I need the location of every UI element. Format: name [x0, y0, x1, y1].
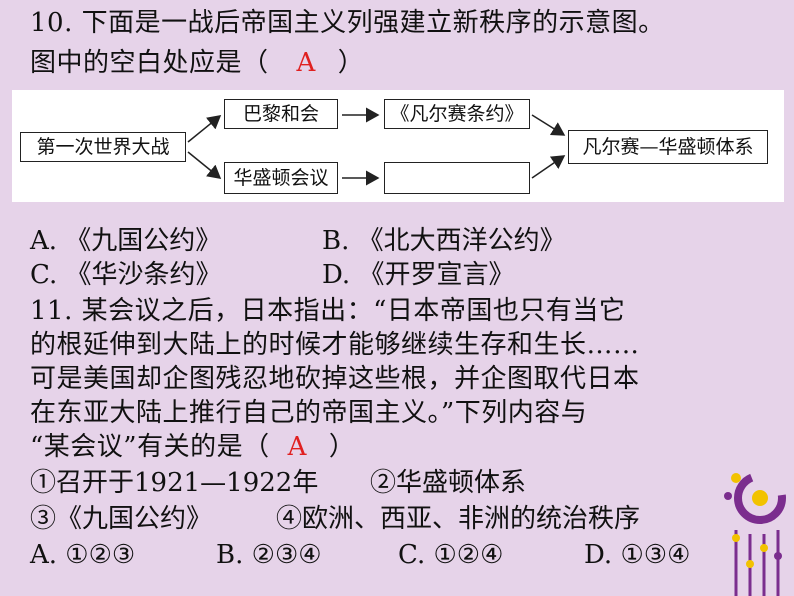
- q11-stem-prefix: “某会议”有关的是（: [30, 432, 270, 462]
- arrow-start-to-paris: [187, 115, 222, 143]
- q10-option-b: B. 《北大西洋公约》: [322, 226, 566, 256]
- q11-option-c: C. ①②④: [398, 540, 504, 570]
- q10-option-d: D. 《开罗宣言》: [322, 260, 515, 290]
- q11-stem-line5: “某会议”有关的是（ A ）: [30, 432, 355, 462]
- q11-option-d: D. ①③④: [584, 540, 691, 570]
- box-versailles-treaty: 《凡尔赛条约》: [384, 99, 530, 129]
- q10-answer: A: [296, 48, 316, 78]
- box-paris-conference: 巴黎和会: [224, 99, 338, 129]
- box-blank: [384, 162, 530, 194]
- q11-answer: A: [287, 432, 307, 462]
- q11-item-1: ①召开于1921—1922年: [30, 468, 319, 498]
- arrow-versailles-to-system: [531, 114, 566, 136]
- q10-option-c: C. 《华沙条约》: [30, 260, 222, 290]
- flow-diagram: 第一次世界大战 巴黎和会 《凡尔赛条约》 华盛顿会议 凡尔赛—华盛顿体系: [12, 90, 784, 202]
- q10-option-a: A. 《九国公约》: [30, 226, 222, 256]
- q11-stem-line4: 在东亚大陆上推行自己的帝国主义。”下列内容与: [30, 398, 588, 428]
- q11-item-3: ③《九国公约》: [30, 504, 213, 534]
- q11-stem-suffix: ）: [328, 432, 356, 462]
- q11-stem-line3: 可是美国却企图残忍地砍掉这些根，并企图取代日本: [30, 364, 640, 394]
- q11-stem-line1: 11. 某会议之后，日本指出：“日本帝国也只有当它: [30, 296, 626, 326]
- decorative-logo-icon: [724, 472, 786, 596]
- box-washington-conference: 华盛顿会议: [224, 162, 338, 194]
- q11-stem-line2: 的根延伸到大陆上的时候才能够继续生存和生长……: [30, 330, 640, 360]
- box-first-world-war: 第一次世界大战: [20, 132, 186, 162]
- q10-stem-suffix: ）: [337, 48, 365, 78]
- q10-stem-line1: 10. 下面是一战后帝国主义列强建立新秩序的示意图。: [30, 8, 665, 38]
- q10-stem-line2: 图中的空白处应是（ A ）: [30, 48, 364, 78]
- box-versailles-washington-system: 凡尔赛—华盛顿体系: [568, 130, 768, 164]
- q11-item-2: ②华盛顿体系: [370, 468, 527, 498]
- arrow-start-to-washington: [187, 151, 222, 179]
- q11-option-a: A. ①②③: [30, 540, 136, 570]
- q11-option-b: B. ②③④: [216, 540, 322, 570]
- q11-item-4: ④欧洲、西亚、非洲的统治秩序: [276, 504, 641, 534]
- arrow-blank-to-system: [531, 155, 566, 179]
- q10-stem-prefix: 图中的空白处应是（: [30, 48, 269, 78]
- diagram-arrows: [187, 107, 566, 186]
